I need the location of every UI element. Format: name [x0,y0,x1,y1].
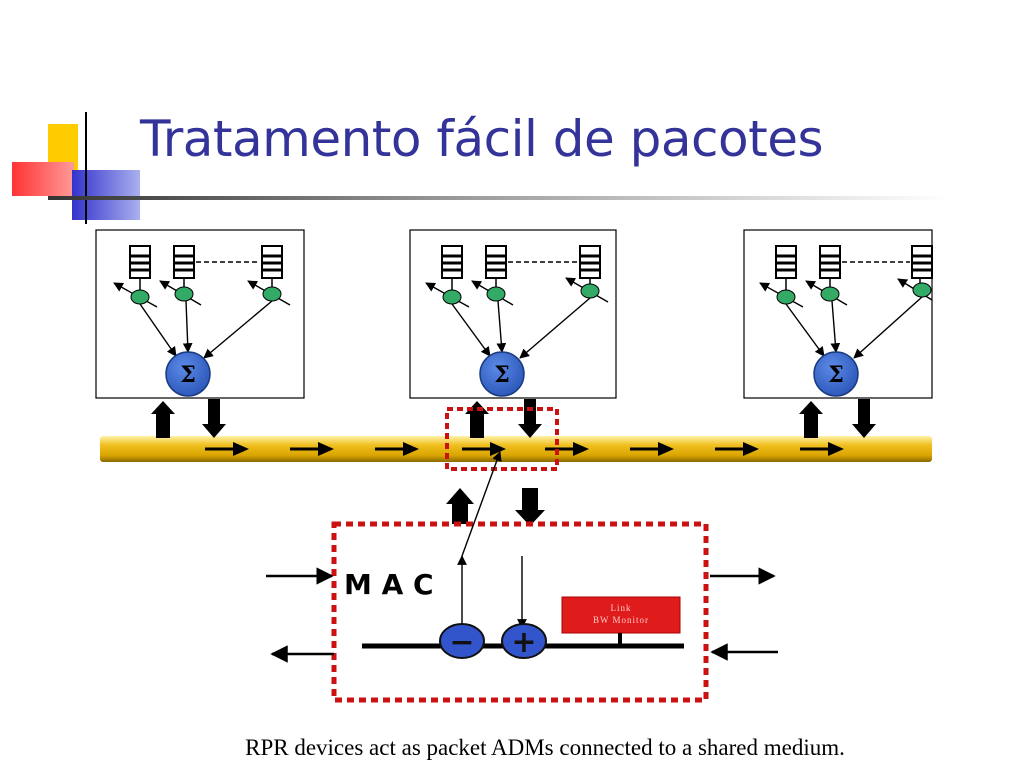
queue-icon [441,245,463,279]
station-node-1: Σ [95,229,305,438]
queue-icon [579,245,601,279]
shaper-icon [262,286,282,302]
ring-bus [100,436,932,462]
sigma-symbol: Σ [494,362,510,388]
bus-direction-arrowhead [828,442,844,456]
down-arrow [852,399,876,438]
sigma-symbol: Σ [180,362,196,388]
bus-arrows [205,442,844,456]
zoom-highlight [445,407,559,471]
station-node-3: Σ [743,229,933,438]
down-arrow [515,488,545,526]
minus-button [439,623,485,659]
down-arrow [518,399,542,438]
slide-title: Tratamento fácil de pacotes [140,110,824,168]
queue-icon [261,245,283,279]
bus-direction-arrowhead [743,442,759,456]
station-node-2: Σ [409,229,617,438]
bus-direction-arrowhead [233,442,249,456]
shaper-icon [820,286,840,302]
shaper-icon [130,289,150,305]
sigma-node [813,351,859,397]
sigma-node [165,351,211,397]
slide-caption: RPR devices act as packet ADMs connected… [245,735,845,760]
up-arrow [465,401,489,438]
mac-label: M A C [344,568,434,601]
sigma-node [479,351,525,397]
shaper-icon [912,282,932,298]
monitor-label-line2: BW Monitor [593,615,649,625]
sigma-symbol: Σ [828,362,844,388]
bus-direction-arrowhead [318,442,334,456]
title-decoration [12,112,948,224]
bus-direction-arrowhead [403,442,419,456]
queue-icon [819,245,841,279]
shaper-icon [776,289,796,305]
monitor-label-line1: Link [611,603,632,613]
queue-icon [775,245,797,279]
up-arrow [446,488,474,524]
queue-icon [173,245,195,279]
minus-symbol: − [449,625,474,660]
shaper-icon [486,286,506,302]
queue-icon [129,245,151,279]
bus-direction-arrowhead [658,442,674,456]
bus-direction-arrowhead [573,442,589,456]
up-arrow [151,401,175,438]
plus-symbol: + [511,625,536,660]
shaper-icon [580,283,600,299]
queue-icon [911,245,933,279]
shaper-icon [442,289,462,305]
shaper-icon [174,286,194,302]
down-arrow [202,399,226,438]
up-arrow [799,401,823,438]
mac-box: M A C − + Link BW Monitor [331,451,709,703]
queue-icon [485,245,507,279]
plus-button [501,623,547,659]
